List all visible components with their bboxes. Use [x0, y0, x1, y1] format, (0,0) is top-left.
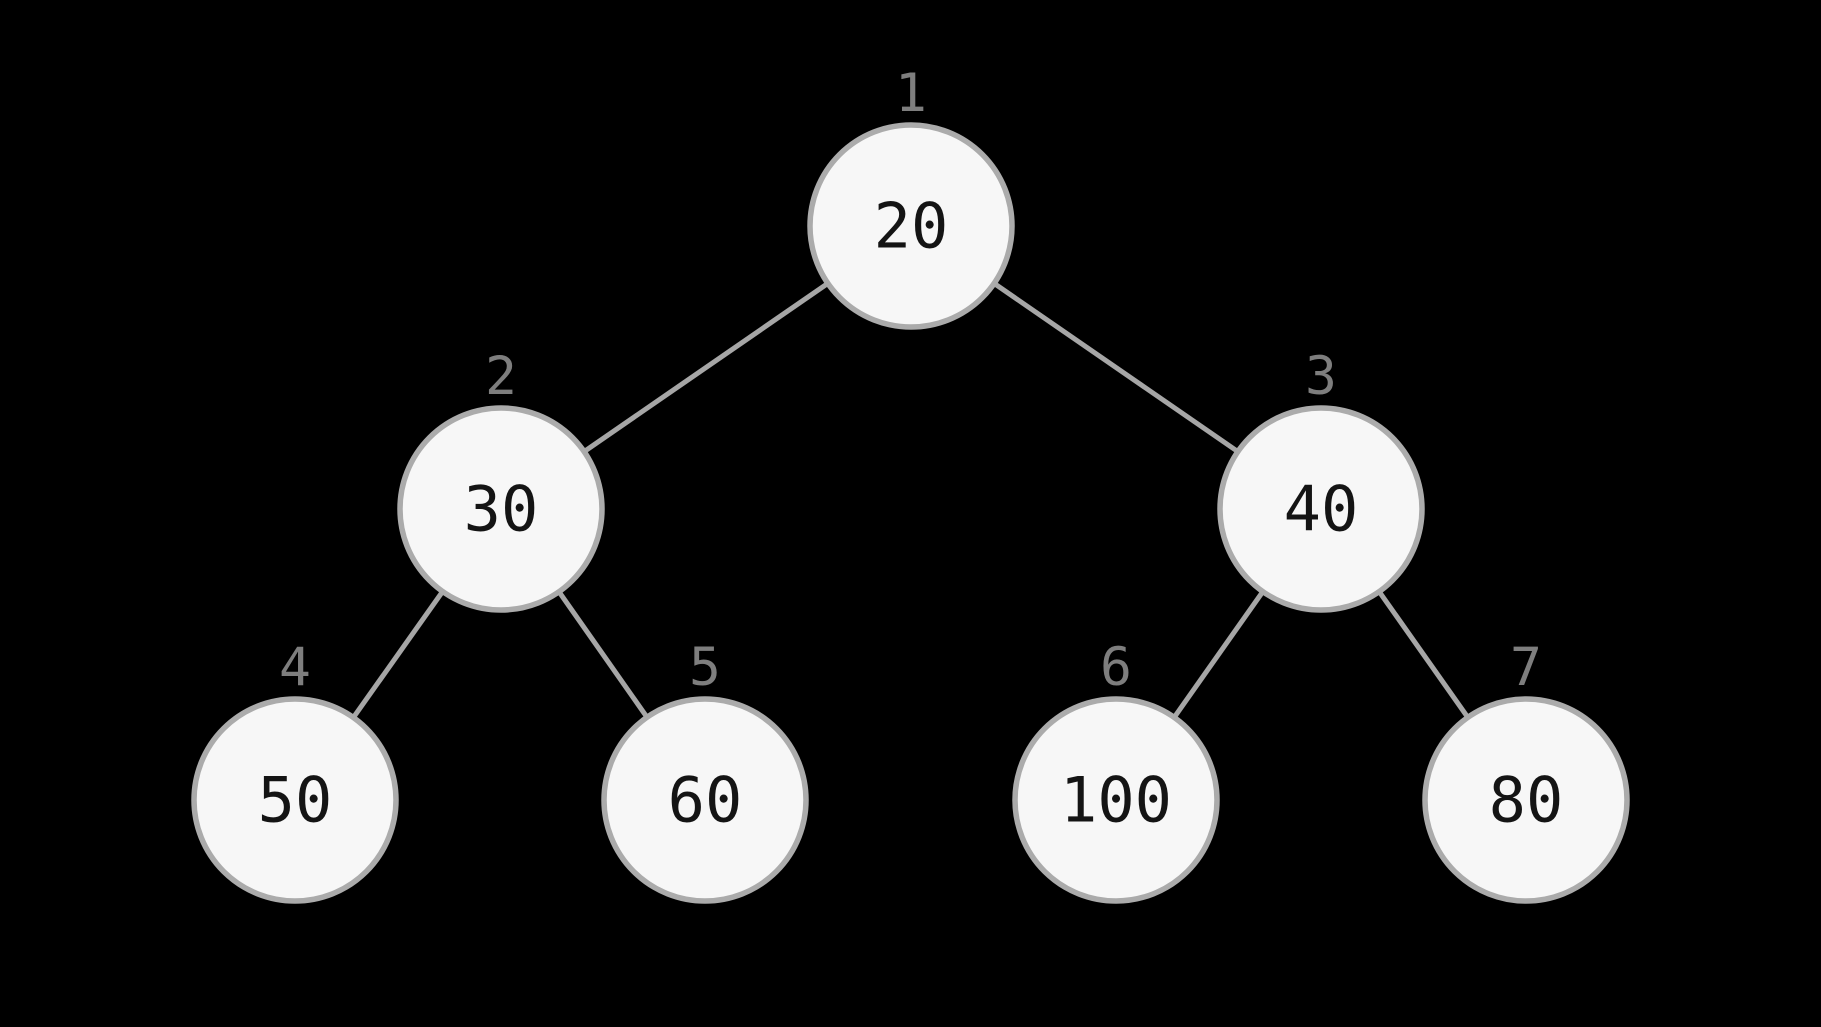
node-circle: [601, 696, 809, 904]
node-value: 30: [464, 473, 539, 546]
node-value: 40: [1284, 473, 1359, 546]
node-value: 20: [874, 190, 949, 263]
tree-node-3: 40 3: [1217, 346, 1425, 613]
node-index-label: 2: [485, 346, 517, 407]
node-circle: [397, 405, 605, 613]
node-circle: [1422, 696, 1630, 904]
tree-node-5: 60 5: [601, 637, 809, 904]
node-index-label: 4: [279, 637, 311, 698]
node-index-label: 3: [1305, 346, 1337, 407]
node-value: 100: [1060, 764, 1172, 837]
node-circle: [807, 122, 1015, 330]
node-circle: [1012, 696, 1220, 904]
tree-node-6: 100 6: [1012, 637, 1220, 904]
tree-node-4: 50 4: [191, 637, 399, 904]
node-index-label: 5: [689, 637, 721, 698]
node-value: 80: [1489, 764, 1564, 837]
tree-nodes-layer: 20 1 30 2 40 3 50 4 60 5 100 6 80 7: [191, 63, 1630, 904]
node-circle: [1217, 405, 1425, 613]
tree-node-7: 80 7: [1422, 637, 1630, 904]
node-index-label: 1: [895, 63, 927, 124]
node-value: 60: [668, 764, 743, 837]
node-index-label: 7: [1510, 637, 1542, 698]
node-index-label: 6: [1100, 637, 1132, 698]
node-circle: [191, 696, 399, 904]
node-value: 50: [258, 764, 333, 837]
tree-node-2: 30 2: [397, 346, 605, 613]
tree-node-1: 20 1: [807, 63, 1015, 330]
